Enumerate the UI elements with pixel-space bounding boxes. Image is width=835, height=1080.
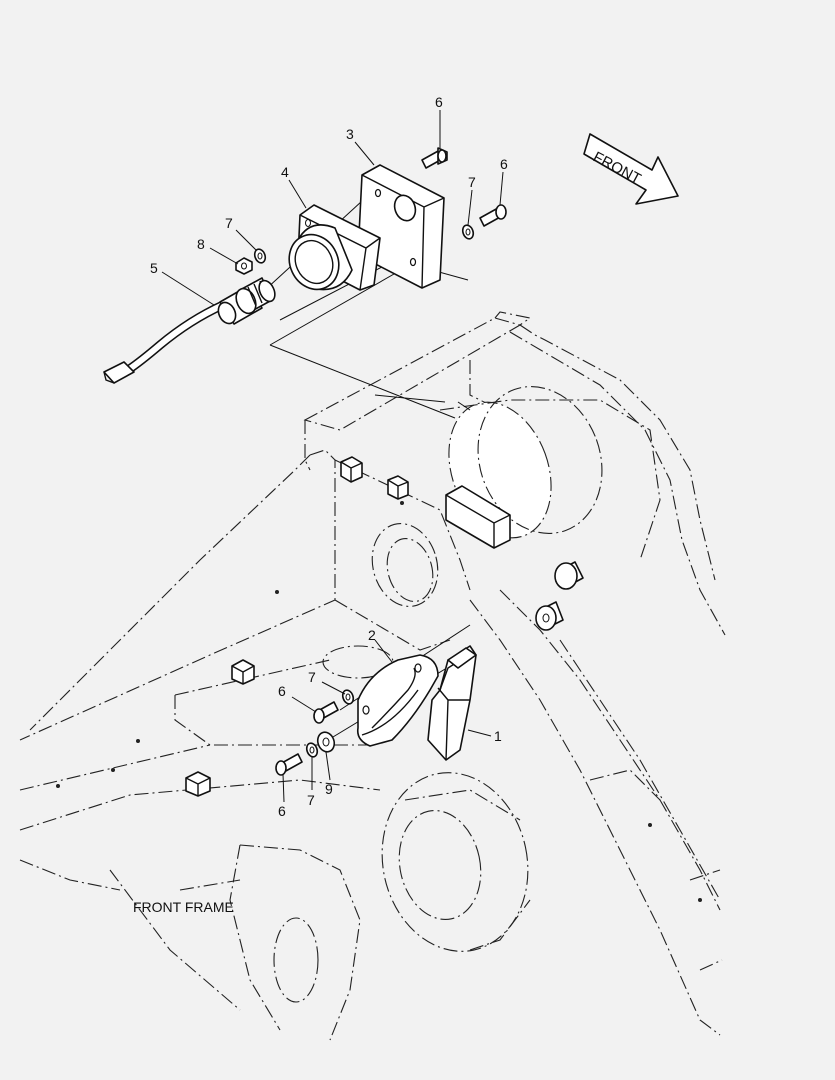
callout-leaders — [161, 110, 504, 803]
callout-numbers: 6 3 6 7 4 7 8 5 2 7 6 1 9 7 6 — [150, 94, 508, 819]
hardware-bottom-group — [275, 689, 355, 776]
callout-1: 1 — [494, 728, 502, 744]
callout-5: 5 — [150, 260, 158, 276]
callout-6-top: 6 — [435, 94, 443, 110]
callout-7-left: 7 — [225, 215, 233, 231]
callout-6-mid: 6 — [278, 683, 286, 699]
part-1-bracket — [427, 645, 477, 761]
frame-spacers — [535, 561, 584, 631]
callout-7-mid: 7 — [308, 669, 316, 685]
front-frame-outline — [19, 311, 726, 1041]
frame-bosses — [185, 456, 511, 797]
callout-7-bottom: 7 — [307, 792, 315, 808]
part-2-cam-plate — [356, 654, 439, 747]
callout-8: 8 — [197, 236, 205, 252]
callout-7-top: 7 — [468, 174, 476, 190]
part-5-proximity-sensor — [103, 277, 276, 384]
callout-3: 3 — [346, 126, 354, 142]
callout-2: 2 — [368, 627, 376, 643]
callout-6-bottom: 6 — [278, 803, 286, 819]
front-frame-caption: FRONT FRAME — [133, 899, 234, 915]
callout-4: 4 — [281, 164, 289, 180]
hardware-top-group — [235, 147, 507, 275]
callout-9: 9 — [325, 781, 333, 797]
front-direction-arrow: FRONT — [583, 133, 679, 205]
part-4-flanged-sleeve — [288, 204, 381, 291]
callout-6-right: 6 — [500, 156, 508, 172]
